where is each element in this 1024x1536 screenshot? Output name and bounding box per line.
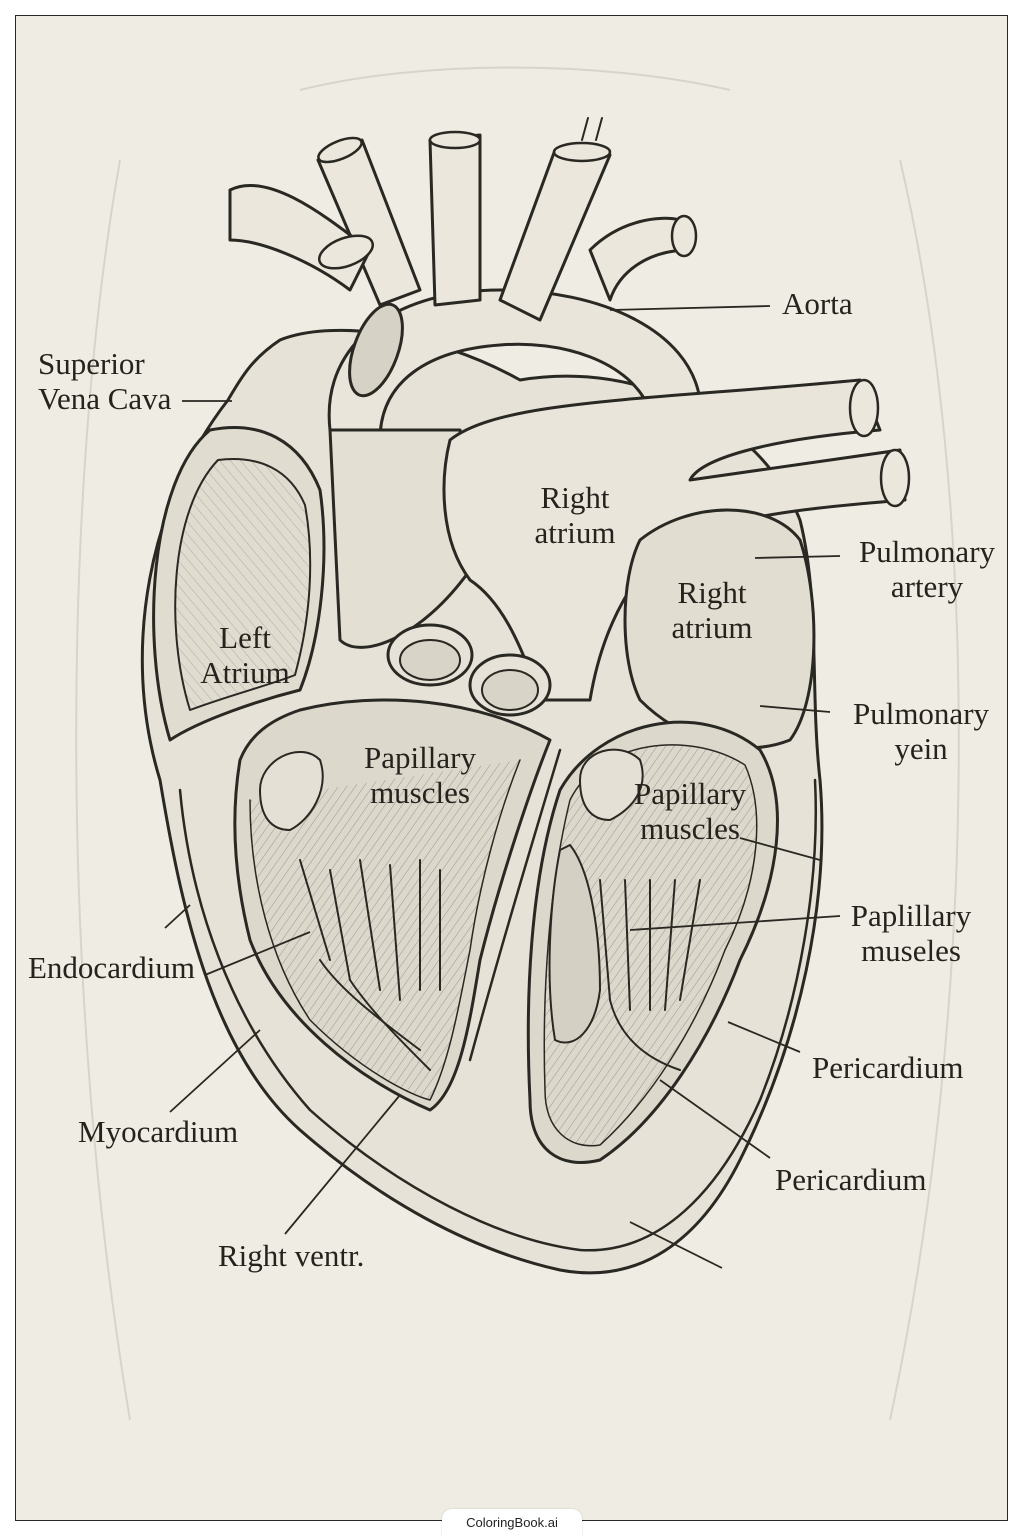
label-papillary-right-line1: Papillary <box>634 776 746 811</box>
label-left-atrium: Left Atrium <box>180 620 310 690</box>
label-right-atrium-side-line2: atrium <box>671 610 753 645</box>
label-paplillary-line1: Paplillary <box>850 898 972 933</box>
label-pulmonary-artery-line1: Pulmonary <box>858 534 996 569</box>
label-papillary-left-line1: Papillary <box>364 740 476 775</box>
label-papillary-right-line2: muscles <box>640 811 740 846</box>
label-right-atrium-center-line2: atrium <box>534 515 616 550</box>
label-aorta: Aorta <box>782 286 853 321</box>
label-pulmonary-vein-line1: Pulmonary <box>852 696 990 731</box>
label-right-ventricle: Right ventr. <box>218 1238 365 1273</box>
right-atrium-lobe <box>623 508 816 750</box>
label-right-atrium-center-line1: Right <box>540 480 610 515</box>
aortic-arch <box>327 288 702 442</box>
label-pulmonary-vein-line2: yein <box>894 731 948 766</box>
label-papillary-muscles-left: Papillary muscles <box>350 740 490 810</box>
leader-lines <box>164 305 841 1269</box>
chordae-right <box>599 879 701 1071</box>
label-left-atrium-line2: Atrium <box>200 655 290 690</box>
label-pericardium-lower: Pericardium <box>775 1162 927 1197</box>
label-pulmonary-artery-line2: artery <box>890 569 964 604</box>
label-paplillary-museles: Paplillary museles <box>836 898 986 968</box>
label-paplillary-line2: museles <box>861 933 961 968</box>
label-pericardium-upper: Pericardium <box>812 1050 964 1085</box>
label-papillary-left-line2: muscles <box>370 775 470 810</box>
label-myocardium: Myocardium <box>78 1114 239 1149</box>
chordae-left <box>299 859 441 1071</box>
label-pulmonary-vein: Pulmonary yein <box>836 696 1006 766</box>
label-pulmonary-artery: Pulmonary artery <box>842 534 1012 604</box>
label-superior-vena-cava-line1: Superior <box>38 346 145 381</box>
label-endocardium: Endocardium <box>28 950 196 985</box>
label-superior-vena-cava-line2: Vena Cava <box>38 381 172 416</box>
background-contours <box>75 66 960 1421</box>
myocardium-band <box>178 778 818 1252</box>
label-left-atrium-line1: Left <box>219 620 271 655</box>
interventricular-septum <box>468 748 562 1062</box>
label-right-atrium-side-line1: Right <box>677 575 747 610</box>
label-superior-vena-cava: Superior Vena Cava <box>38 346 171 416</box>
label-papillary-muscles-right: Papillary muscles <box>620 776 760 846</box>
label-right-atrium-side: Right atrium <box>652 575 772 645</box>
brachiocephalic-vessel <box>428 133 482 307</box>
label-right-atrium-center: Right atrium <box>515 480 635 550</box>
watermark-badge[interactable]: ColoringBook.ai <box>442 1509 582 1536</box>
